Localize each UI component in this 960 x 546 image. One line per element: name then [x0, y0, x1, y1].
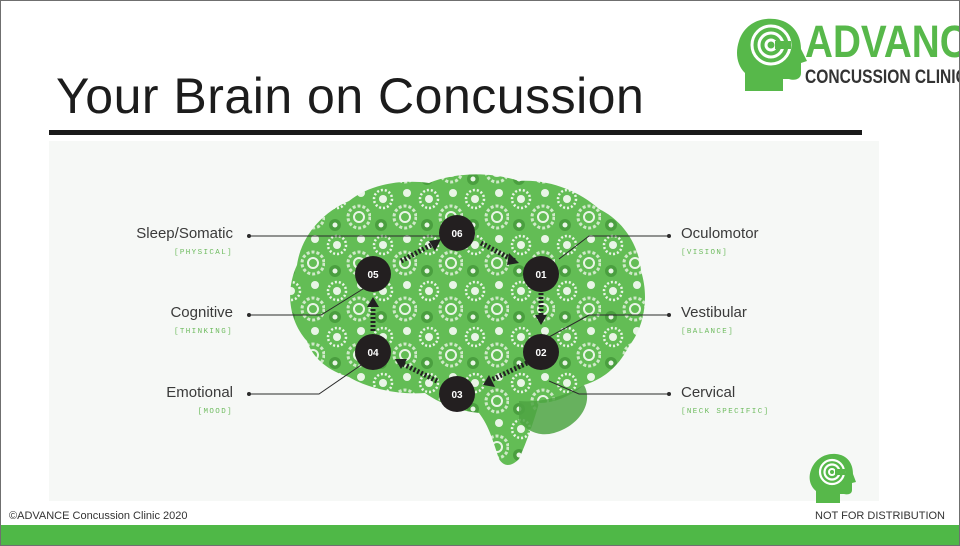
sublabel-vision: [VISION] — [681, 249, 729, 257]
node-04: 04 — [355, 334, 391, 370]
node-02: 02 — [523, 334, 559, 370]
title-underline — [49, 130, 862, 135]
sublabel-thinking: [THINKING] — [173, 328, 233, 336]
footer-bar — [1, 525, 959, 545]
brain-shape — [290, 174, 645, 466]
node-number-02: 02 — [535, 348, 547, 359]
node-number-01: 01 — [535, 270, 547, 281]
node-number-03: 03 — [451, 390, 463, 401]
head-logo-icon — [809, 453, 856, 503]
label-sleep-somatic: Sleep/Somatic — [136, 225, 233, 242]
label-emotional: Emotional — [166, 384, 233, 401]
label-oculomotor: Oculomotor — [681, 225, 759, 242]
brain-diagram: 01 02 03 04 05 06 — [247, 174, 671, 466]
sublabel-mood: [MOOD] — [197, 408, 233, 416]
label-cervical: Cervical — [681, 384, 736, 401]
node-number-05: 05 — [367, 270, 379, 281]
clinic-logo-icon — [737, 18, 807, 92]
arrow-heads — [367, 239, 547, 387]
sublabel-physical: [PHYSICAL] — [173, 249, 233, 257]
node-number-06: 06 — [451, 229, 463, 240]
sublabel-neck-specific: [NECK SPECIFIC] — [681, 408, 770, 416]
node-06: 06 — [439, 215, 475, 251]
node-01: 01 — [523, 256, 559, 292]
logo-clinic-text: CONCUSSION CLINIC — [805, 67, 960, 88]
label-cognitive: Cognitive — [170, 304, 233, 321]
logo-word-clinic: CONCUSSION CLINIC™ — [805, 67, 960, 89]
label-vestibular: Vestibular — [681, 304, 747, 321]
sublabel-balance: [BALANCE] — [681, 328, 735, 336]
page-title: Your Brain on Concussion — [56, 68, 645, 124]
footer-notice: NOT FOR DISTRIBUTION — [815, 510, 945, 522]
footer-copyright: ©ADVANCE Concussion Clinic 2020 — [9, 510, 188, 522]
node-number-04: 04 — [367, 348, 379, 359]
node-03: 03 — [439, 376, 475, 412]
logo-word-advance: ADVANCE — [805, 16, 959, 67]
leader-dots — [247, 234, 671, 396]
node-05: 05 — [355, 256, 391, 292]
